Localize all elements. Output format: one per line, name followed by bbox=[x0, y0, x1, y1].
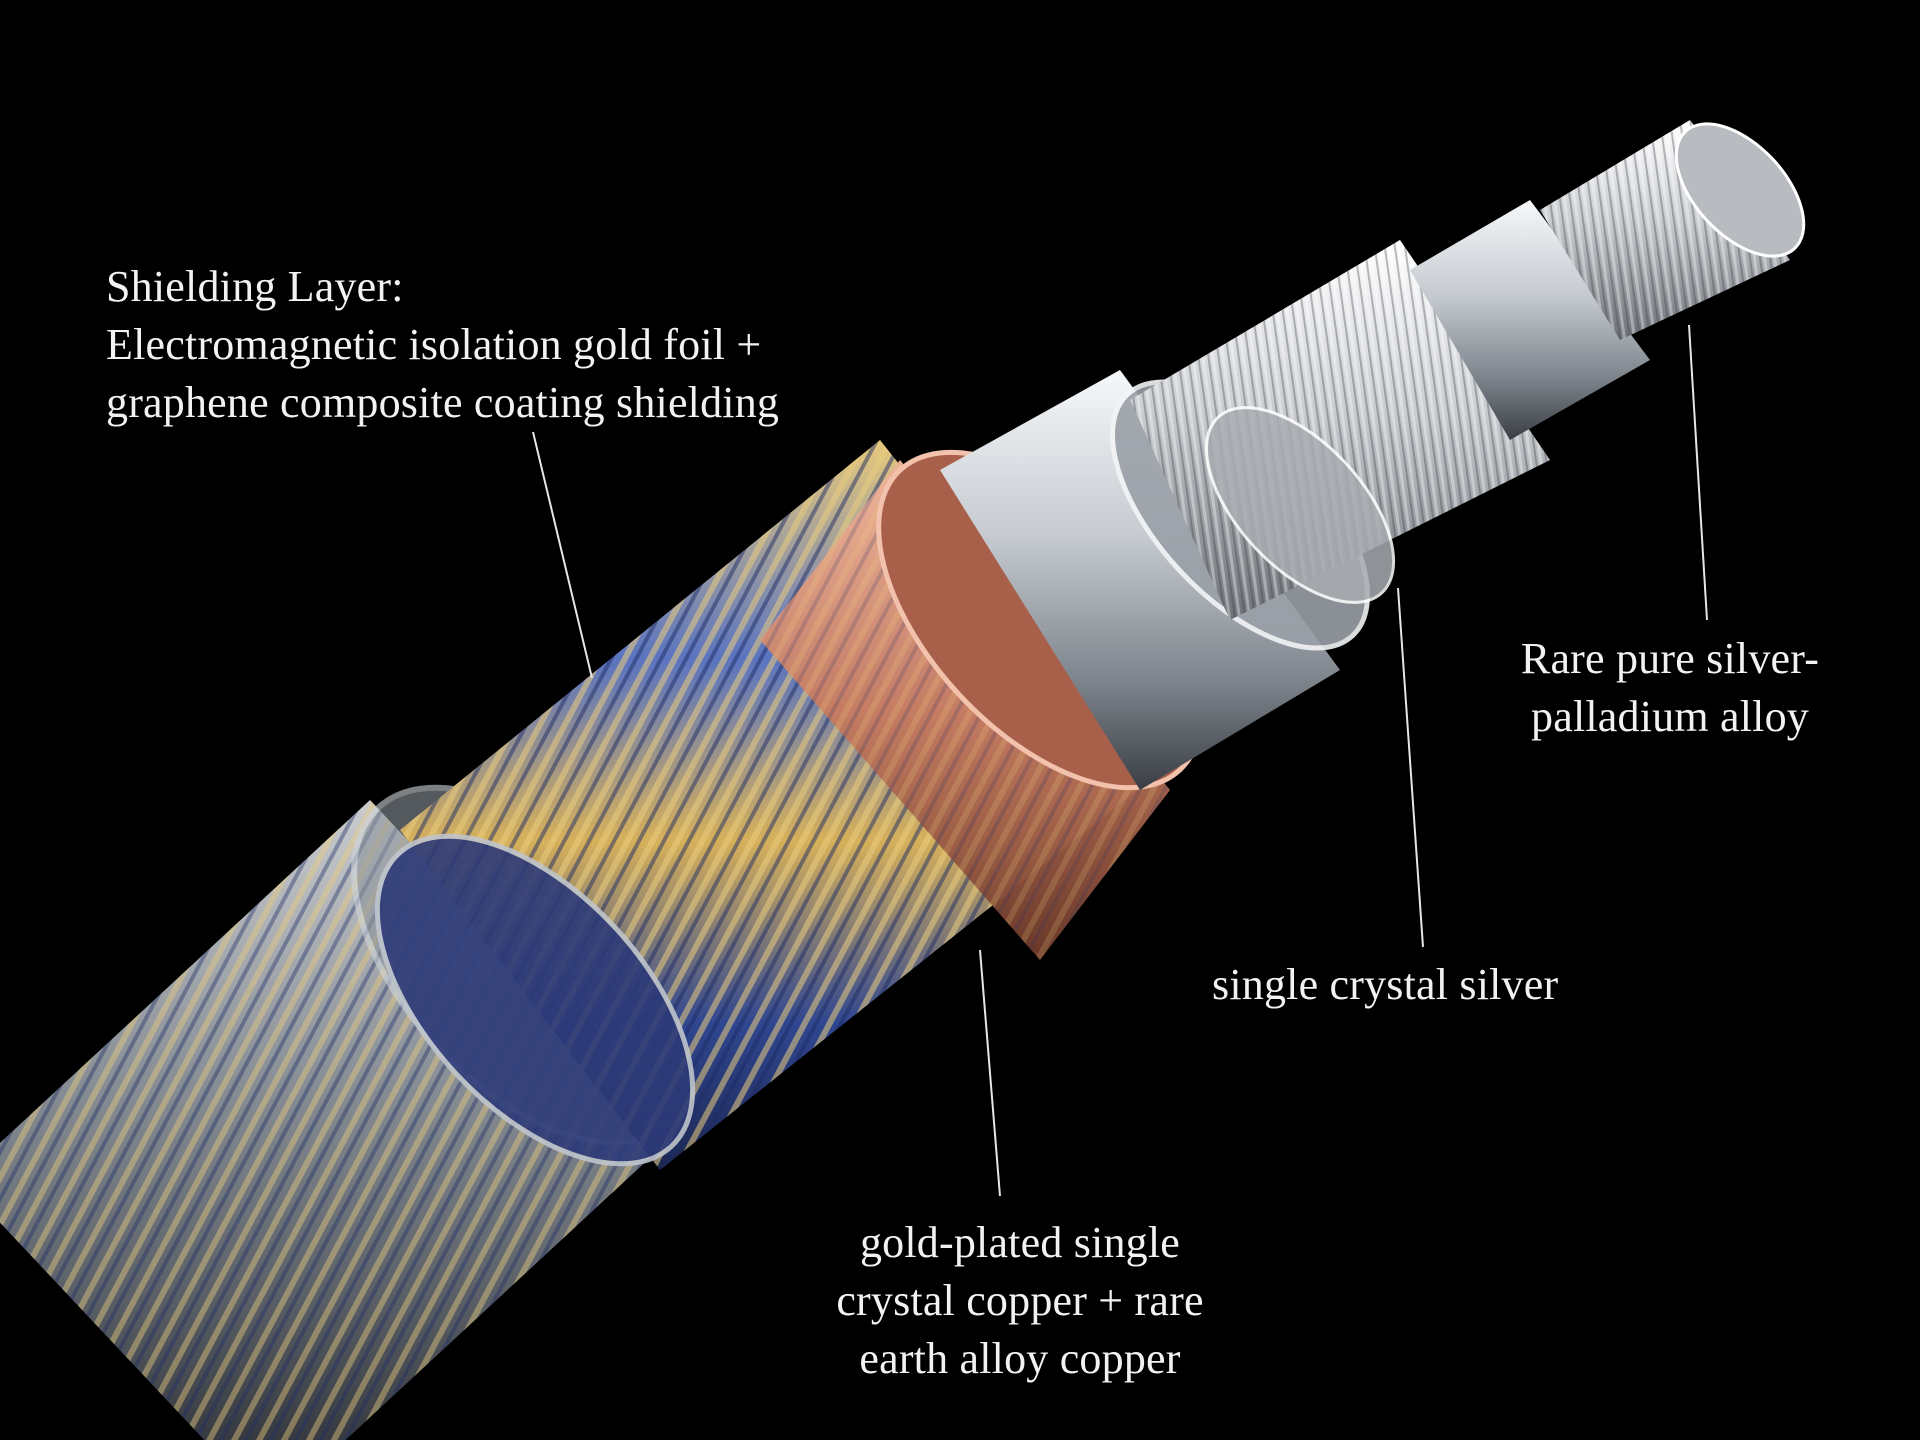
label-gold-copper-line2: crystal copper + rare bbox=[836, 1276, 1204, 1325]
label-shielding-layer: Shielding Layer: Electromagnetic isolati… bbox=[106, 258, 779, 432]
leader-lines bbox=[532, 324, 1708, 1197]
label-shielding-title: Shielding Layer: bbox=[106, 262, 404, 311]
silver-strand-bundle bbox=[1130, 240, 1550, 620]
silver-palladium-core bbox=[1540, 120, 1806, 340]
inner-tube bbox=[1410, 200, 1650, 440]
label-gold-copper-line3: earth alloy copper bbox=[859, 1334, 1181, 1383]
label-silver-palladium-line1: Rare pure silver- bbox=[1520, 634, 1820, 683]
label-crystal-silver-line1: single crystal silver bbox=[1212, 960, 1559, 1009]
leader-line-shielding bbox=[532, 431, 593, 679]
leader-line-gold-copper bbox=[979, 949, 1001, 1197]
label-gold-plated-copper: gold-plated single crystal copper + rare… bbox=[800, 1214, 1240, 1388]
label-single-crystal-silver: single crystal silver bbox=[1212, 956, 1558, 1014]
label-gold-copper-line1: gold-plated single bbox=[859, 1218, 1181, 1267]
label-shielding-line1: Electromagnetic isolation gold foil + bbox=[106, 320, 762, 369]
leader-line-silver-palladium bbox=[1688, 324, 1708, 621]
leader-line-crystal-silver bbox=[1397, 587, 1424, 948]
label-silver-palladium-alloy: Rare pure silver- palladium alloy bbox=[1490, 630, 1850, 746]
label-silver-palladium-line2: palladium alloy bbox=[1531, 692, 1809, 741]
label-shielding-line2: graphene composite coating shielding bbox=[106, 378, 780, 427]
